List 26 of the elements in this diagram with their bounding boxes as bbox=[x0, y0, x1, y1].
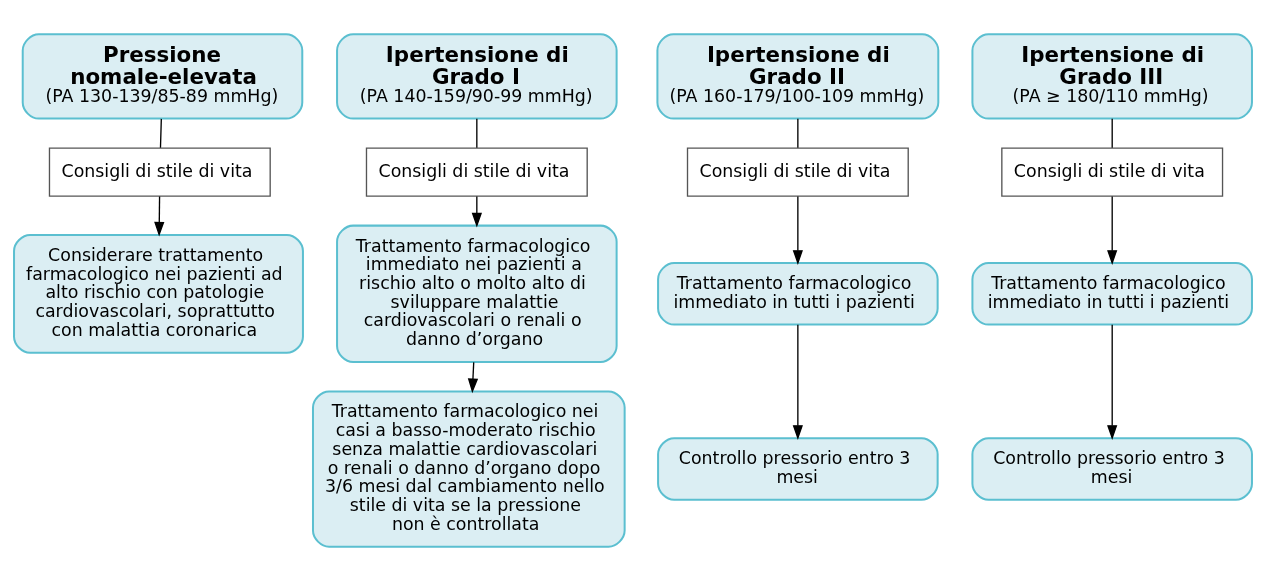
node-box: Ipertensione di Grado III (PA ≥ 180/110 mmHg) bbox=[971, 33, 1253, 120]
arrow bbox=[1107, 195, 1118, 265]
arrow bbox=[792, 195, 803, 265]
node-box: Consigli di stile di vita bbox=[686, 147, 909, 197]
node-box: Ipertensione di Grado II (PA 160-179/100-109 mmHg) bbox=[656, 33, 940, 120]
node-box: Ipertensione di Grado I (PA 140-159/90-99 mmHg) bbox=[336, 33, 618, 120]
connector bbox=[1111, 118, 1113, 149]
connector bbox=[797, 118, 799, 149]
arrow bbox=[1107, 324, 1118, 440]
node-box: Trattamento farmacologico immediato in tutti i pazienti bbox=[971, 262, 1253, 326]
arrow bbox=[467, 361, 479, 394]
node-box: Trattamento farmacologico immediato in tutti i pazienti bbox=[657, 262, 939, 326]
node-box: Consigli di stile di vita bbox=[1001, 147, 1224, 197]
node-box: Controllo pressorio entro 3 mesi bbox=[657, 437, 939, 501]
arrow bbox=[154, 195, 165, 237]
connector bbox=[159, 118, 162, 149]
node-box: Consigli di stile di vita bbox=[365, 147, 588, 197]
node-box: Trattamento farmacologico immediato nei pazienti a rischio alto o molto alto di sviluppare malattie cardiovascolari o renali o danno d’organo bbox=[336, 224, 618, 364]
node-box: Trattamento farmacologico nei casi a basso-moderato rischio senza malattie cardiovascolari o renali o danno d’organo dopo 3/6 mesi dal cambiamento nello stile di vita se la pressione non è controllata bbox=[311, 390, 626, 548]
arrow bbox=[792, 324, 803, 440]
node-box: Considerare trattamento farmacologico nei pazienti ad alto rischio con patologie cardiovascolari, soprattutto con malattia coronarica bbox=[13, 234, 304, 354]
node-box: Controllo pressorio entro 3 mesi bbox=[971, 437, 1253, 501]
arrow bbox=[471, 195, 482, 228]
connector bbox=[476, 118, 478, 149]
node-box: Pressione nomale-elevata (PA 130-139/85-89 mmHg) bbox=[21, 33, 304, 120]
node-box: Consigli di stile di vita bbox=[48, 147, 271, 197]
